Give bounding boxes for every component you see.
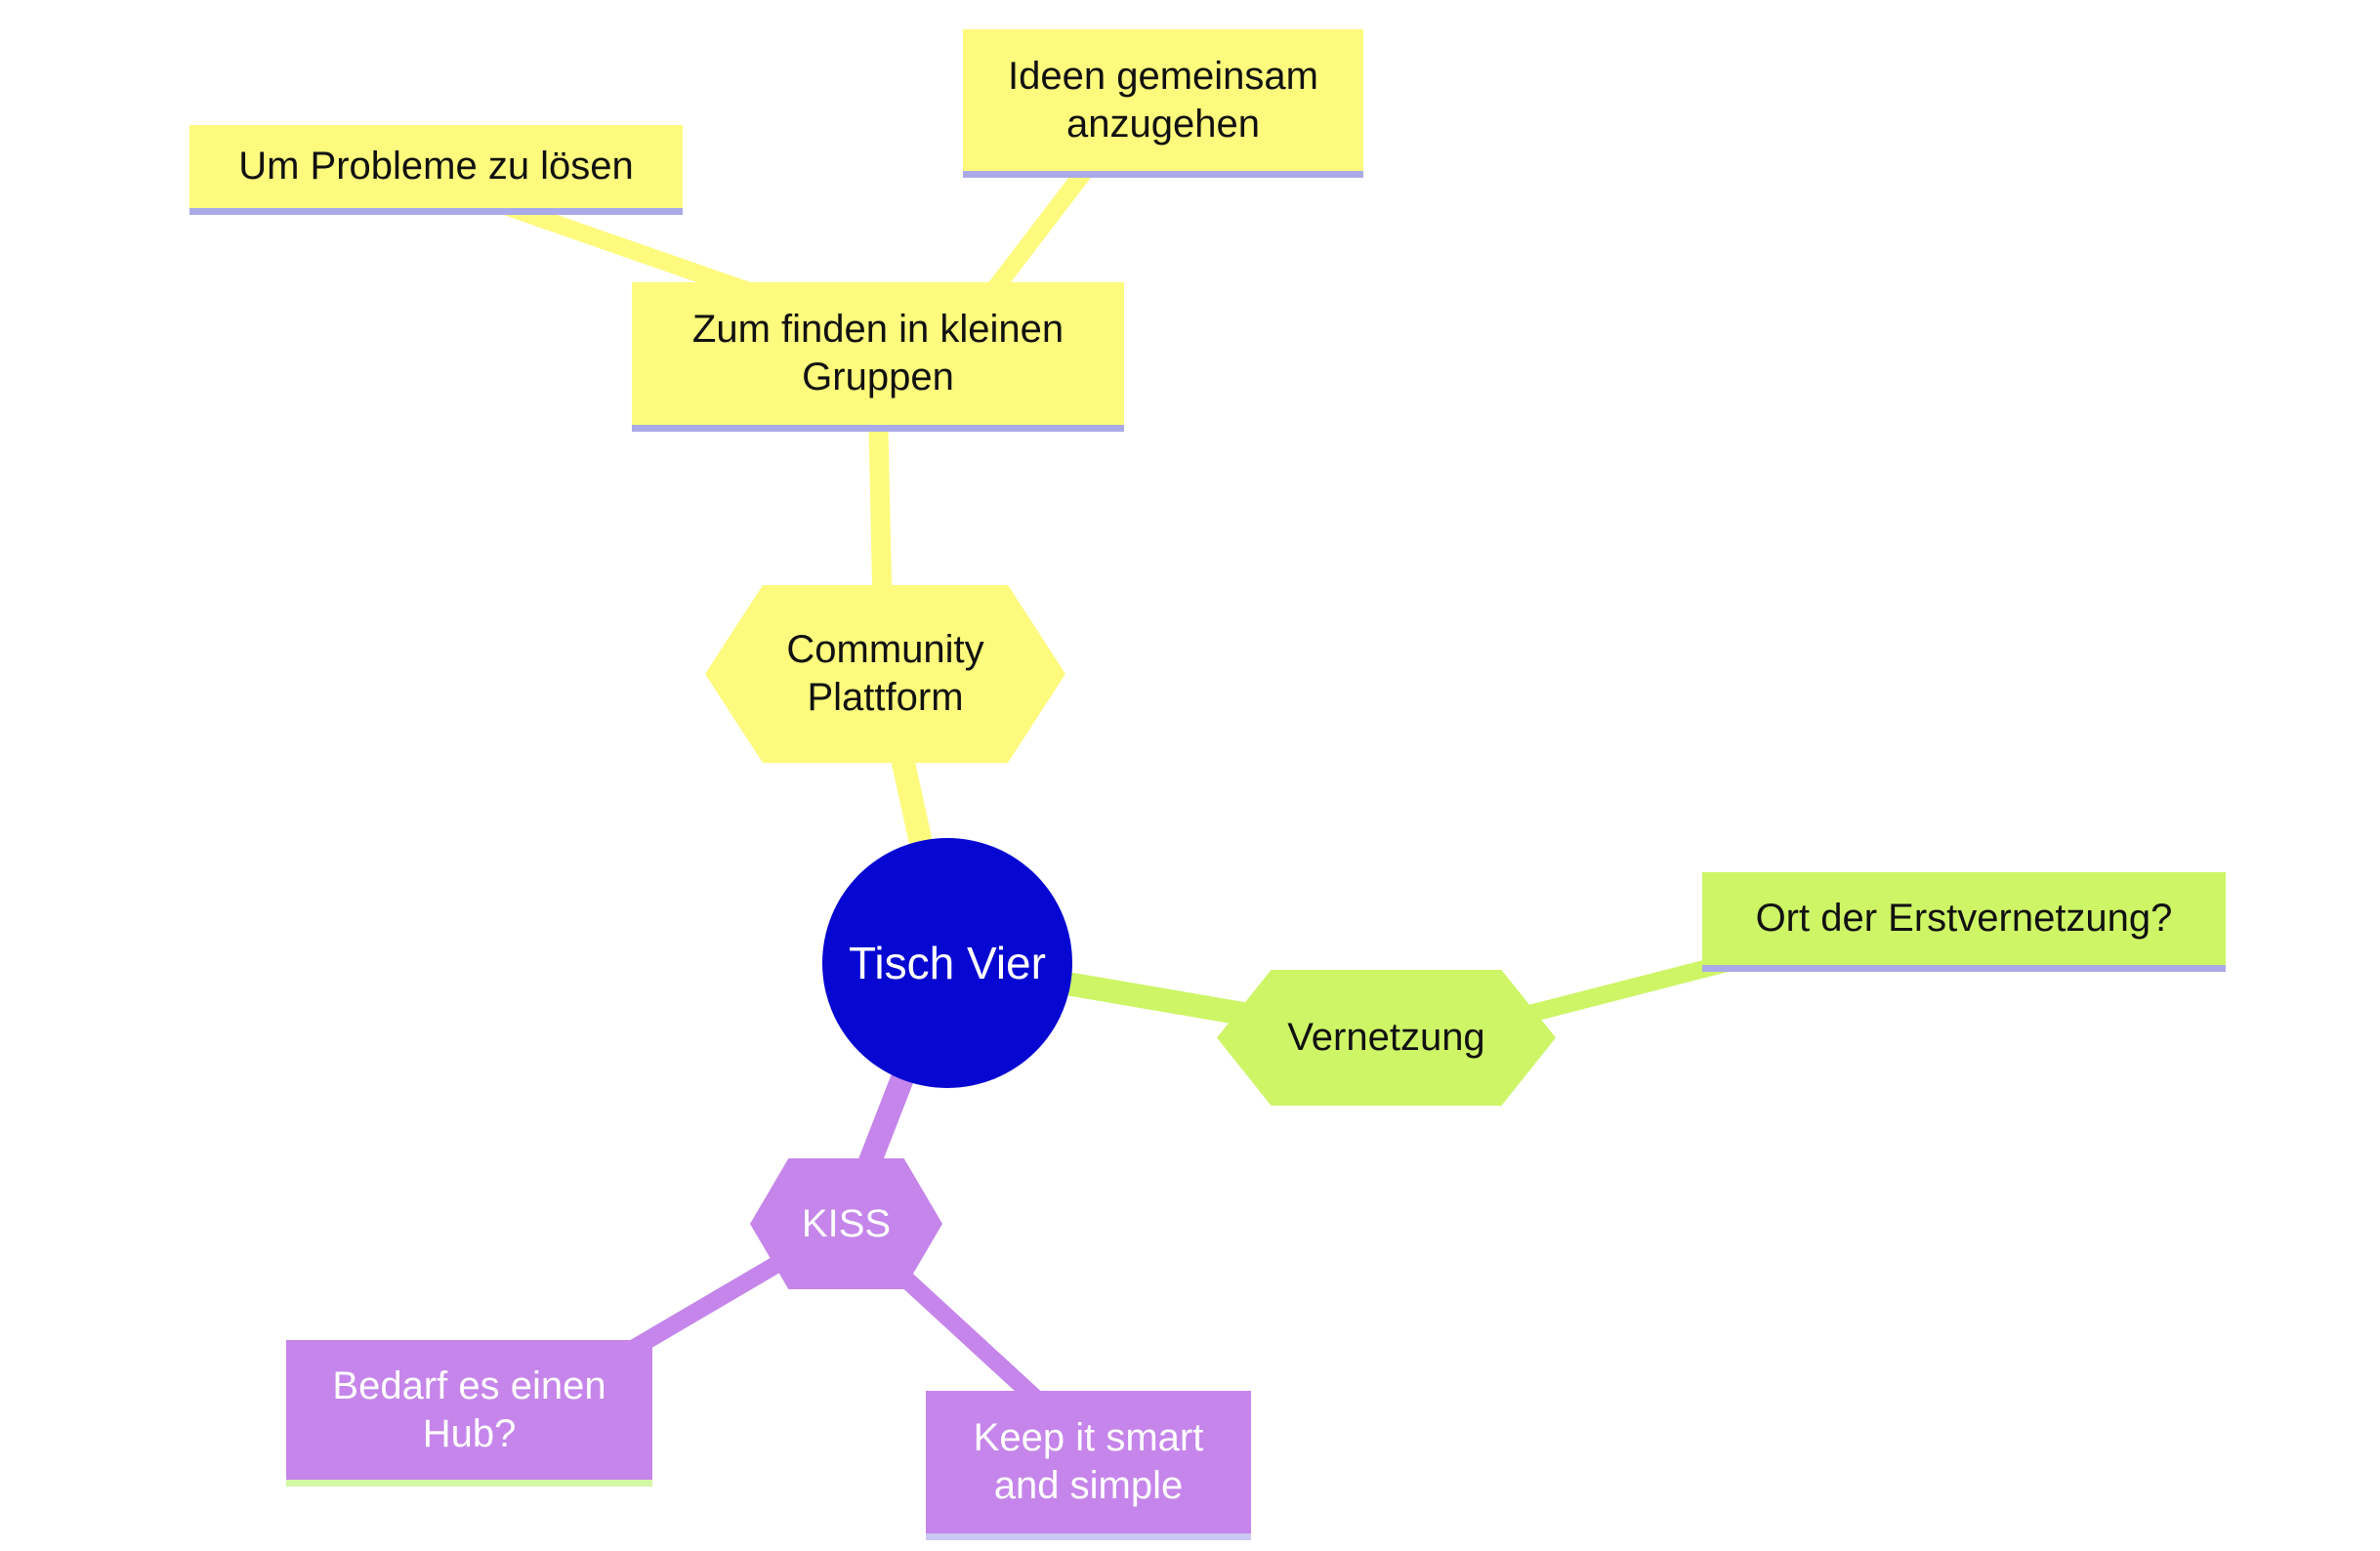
root-node-label: Tisch Vier [849,937,1046,988]
node-ort-der-erstvernetzung[interactable]: Ort der Erstvernetzung? [1702,872,2226,972]
node-um-probleme-label: Um Probleme zu lösen [238,145,634,189]
hub-kiss[interactable]: KISS [750,1158,942,1289]
hub-community-plattform-label: Community Plattform [786,628,984,719]
root-node-tisch-vier[interactable]: Tisch Vier [822,838,1072,1088]
node-ideen-gemeinsam[interactable]: Ideen gemeinsam anzugehen [963,29,1363,178]
node-bedarf-hub-label: Bedarf es einen Hub? [332,1363,606,1455]
node-bedarf-hub[interactable]: Bedarf es einen Hub? [286,1340,652,1487]
hub-vernetzung[interactable]: Vernetzung [1217,970,1556,1106]
node-zum-finden[interactable]: Zum finden in kleinen Gruppen [632,282,1124,432]
node-keep-it-smart-label: Keep it smart and simple [973,1416,1204,1507]
node-um-probleme[interactable]: Um Probleme zu lösen [189,125,683,215]
hub-vernetzung-label: Vernetzung [1287,1016,1485,1060]
node-zum-finden-label: Zum finden in kleinen Gruppen [691,308,1065,398]
node-ort-der-erstvernetzung-label: Ort der Erstvernetzung? [1755,897,2173,941]
hub-community-plattform[interactable]: Community Plattform [705,585,1065,763]
node-ideen-gemeinsam-label: Ideen gemeinsam anzugehen [1008,54,1318,146]
node-keep-it-smart[interactable]: Keep it smart and simple [926,1391,1251,1540]
hub-kiss-label: KISS [801,1201,892,1245]
